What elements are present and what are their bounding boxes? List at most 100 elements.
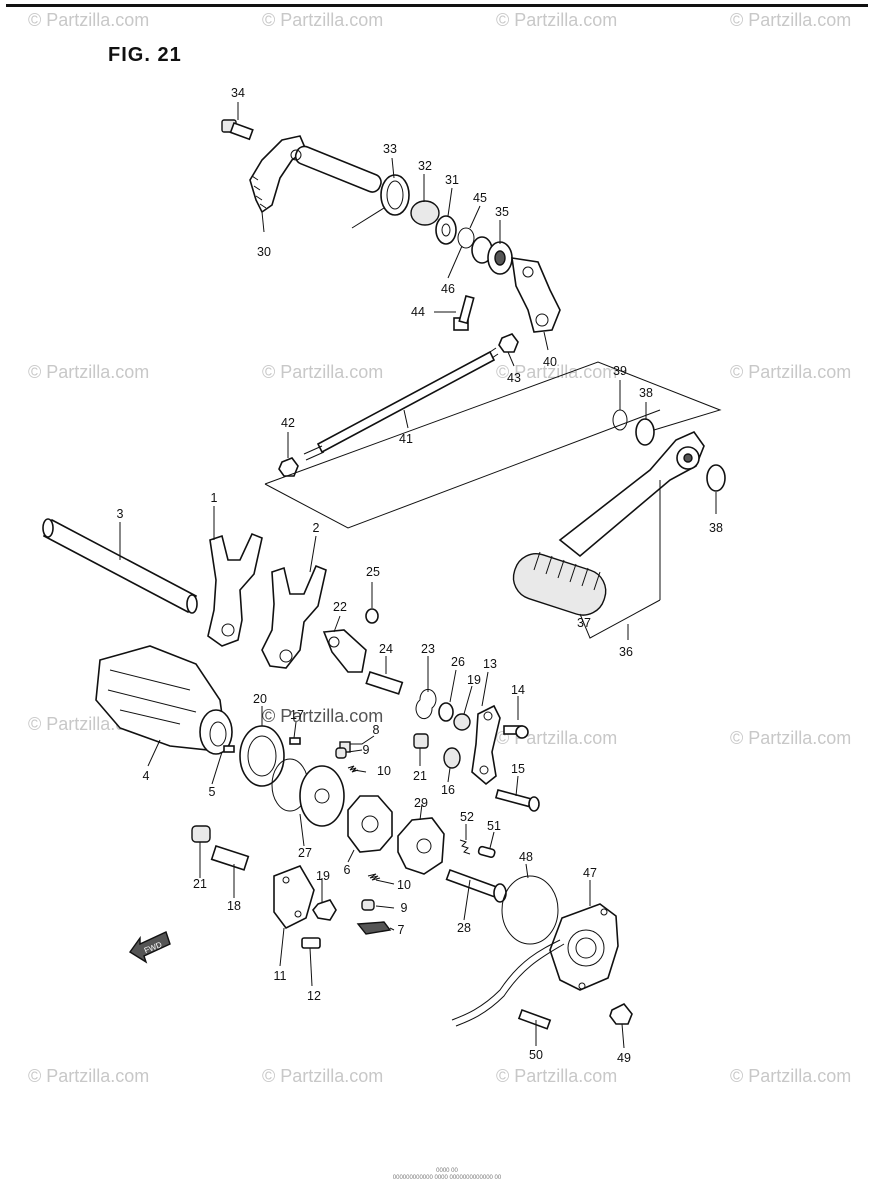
callout-19-upper: 19: [467, 673, 481, 687]
part-36-gearshift-lever: [558, 431, 705, 600]
callout-32: 32: [418, 159, 432, 173]
part-51-pin: [477, 845, 496, 858]
part-19-bolt-lower: [312, 899, 337, 921]
callout-37: 37: [577, 616, 591, 630]
watermark-center: © Partzilla.com: [262, 706, 384, 726]
part-12-screw: [301, 937, 321, 949]
callout-4: 4: [143, 769, 150, 783]
footnote-line-1: 0000 00: [436, 1168, 458, 1174]
callout-10-upper: 10: [377, 764, 391, 778]
callout-19-lower: 19: [316, 869, 330, 883]
callout-9-lower: 9: [401, 901, 408, 915]
callout-labels: 34 30 33 32 31 45 35 46 44 40 43 41 42 3…: [117, 86, 723, 1065]
part-38-washer-lower: [706, 464, 726, 492]
watermark: © Partzilla.com: [730, 1066, 852, 1086]
watermark: © Partzilla.com: [496, 1066, 618, 1086]
callout-21-lower: 21: [193, 877, 207, 891]
part-40-shift-arm: [511, 257, 561, 333]
callout-3: 3: [117, 507, 124, 521]
part-11-plate: [273, 865, 315, 930]
part-1-shift-fork: [207, 532, 263, 647]
callout-38-lower: 38: [709, 521, 723, 535]
part-7-stopper: [356, 921, 392, 935]
callout-13: 13: [483, 657, 497, 671]
callout-16: 16: [441, 783, 455, 797]
part-39-circlip: [612, 409, 628, 431]
part-9-pawl-pin-lower: [361, 899, 375, 911]
part-cam-plate: [299, 765, 345, 827]
part-44-bolt: [453, 295, 475, 331]
part-16-collar: [443, 747, 461, 769]
callout-24: 24: [379, 642, 393, 656]
part-6-cam-driven-gear: [347, 795, 393, 853]
callout-12: 12: [307, 989, 321, 1003]
watermark: © Partzilla.com: [730, 362, 852, 382]
part-30-gearshift-shaft: [249, 135, 382, 214]
callout-42: 42: [281, 416, 295, 430]
callout-14: 14: [511, 683, 525, 697]
callout-11: 11: [274, 969, 287, 983]
part-45-circlip: [457, 227, 475, 249]
callout-7: 7: [398, 923, 405, 937]
part-10-spring-upper: [347, 765, 359, 773]
part-18-stud: [210, 844, 250, 871]
callout-40: 40: [543, 355, 557, 369]
footnote-line-2: 000000000000 0000 0000000000000 00: [392, 1175, 502, 1181]
group-outline: [264, 361, 722, 529]
part-31-washer: [435, 215, 457, 245]
callout-15: 15: [511, 762, 525, 776]
part-29-shift-pawl-holder: [397, 817, 445, 875]
part-24-bolt: [365, 670, 404, 695]
part-25-washer: [365, 608, 379, 624]
callout-5: 5: [209, 785, 216, 799]
callout-39: 39: [613, 364, 627, 378]
callout-1: 1: [211, 491, 218, 505]
part-35-bearing: [487, 241, 513, 275]
part-21-washer-lower: [191, 825, 211, 843]
callout-30: 30: [257, 245, 271, 259]
part-48-oring: [501, 875, 559, 945]
part-37-pedal-rubber: [512, 551, 607, 616]
print-footnote: 0000 00 000000000000 0000 0000000000000 …: [372, 1168, 522, 1182]
callout-17: 17: [290, 708, 304, 722]
callout-49: 49: [617, 1051, 631, 1065]
part-14-screw: [503, 725, 529, 739]
part-52-spring: [459, 839, 471, 855]
callout-23: 23: [421, 642, 435, 656]
watermark: © Partzilla.com: [262, 10, 384, 30]
watermark: © Partzilla.com: [28, 1066, 150, 1086]
part-34-bolt: [221, 119, 254, 141]
callout-43: 43: [507, 371, 521, 385]
part-19-bushing-upper: [453, 713, 471, 731]
part-42-nut: [278, 457, 299, 477]
part-9-pawl-pin-upper: [335, 747, 347, 759]
part-23-spring: [415, 688, 437, 720]
watermark: © Partzilla.com: [730, 728, 852, 748]
part-3-fork-shaft: [42, 518, 198, 614]
callout-33: 33: [383, 142, 397, 156]
leader-lines: [119, 102, 717, 1049]
callout-25: 25: [366, 565, 380, 579]
watermark: © Partzilla.com: [496, 362, 618, 382]
callout-47: 47: [583, 866, 597, 880]
part-2-shift-fork: [261, 564, 327, 669]
callout-9-upper: 9: [363, 743, 370, 757]
part-21-washer-upper: [413, 733, 429, 749]
callout-35: 35: [495, 205, 509, 219]
part-26-washer: [438, 702, 454, 722]
part-4-gearshift-cam: [95, 645, 233, 755]
callout-46: 46: [441, 282, 455, 296]
callout-22: 22: [333, 600, 347, 614]
part-41-shift-rod: [303, 347, 499, 461]
part-43-nut: [498, 333, 519, 353]
part-20-bearing: [239, 725, 285, 787]
part-13-link-plate: [471, 704, 501, 786]
watermark: © Partzilla.com: [262, 1066, 384, 1086]
callout-26: 26: [451, 655, 465, 669]
callout-52: 52: [460, 810, 474, 824]
callout-10-lower: 10: [397, 878, 411, 892]
forward-arrow-icon: FWD: [128, 931, 171, 964]
callout-21-upper: 21: [413, 769, 427, 783]
watermark: © Partzilla.com: [28, 10, 150, 30]
